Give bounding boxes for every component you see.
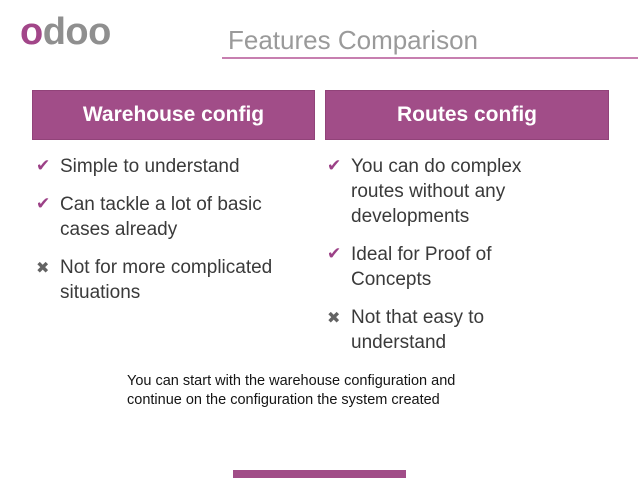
list-item: ✔ Ideal for Proof of Concepts: [327, 242, 556, 292]
check-icon: ✔: [36, 156, 51, 176]
bottom-accent-bar: [233, 470, 406, 478]
page-title: Features Comparison: [228, 25, 478, 55]
check-icon: ✔: [36, 194, 51, 214]
column-header-routes: Routes config: [325, 90, 609, 140]
feature-list-warehouse: ✔ Simple to understand ✔ Can tackle a lo…: [36, 154, 305, 318]
list-item: ✔ You can do complex routes without any …: [327, 154, 556, 229]
list-item-text: Not for more complicated situations: [60, 257, 273, 303]
list-item-text: Simple to understand: [60, 156, 240, 177]
feature-list-routes: ✔ You can do complex routes without any …: [327, 154, 556, 368]
list-item-text: You can do complex routes without any de…: [351, 156, 522, 227]
title-underline: [222, 57, 638, 59]
list-item: ✔ Can tackle a lot of basic cases alread…: [36, 192, 305, 242]
footer-note-line: You can start with the warehouse configu…: [127, 373, 456, 389]
list-item: ✖ Not for more complicated situations: [36, 255, 305, 305]
odoo-logo-rest: doo: [42, 11, 112, 53]
footer-note-line: continue on the configuration the system…: [127, 392, 440, 408]
list-item-text: Can tackle a lot of basic cases already: [60, 194, 262, 240]
footer-note: You can start with the warehouse configu…: [127, 372, 455, 410]
column-header-warehouse: Warehouse config: [32, 90, 315, 140]
check-icon: ✔: [327, 244, 342, 264]
cross-icon: ✖: [36, 258, 50, 277]
list-item: ✖ Not that easy to understand: [327, 305, 556, 355]
list-item-text: Ideal for Proof of Concepts: [351, 244, 492, 290]
cross-icon: ✖: [327, 308, 341, 327]
odoo-logo-letter: o: [20, 11, 43, 53]
list-item-text: Not that easy to understand: [351, 307, 485, 353]
list-item: ✔ Simple to understand: [36, 154, 305, 179]
odoo-logo: odoo: [20, 12, 111, 52]
check-icon: ✔: [327, 156, 342, 176]
